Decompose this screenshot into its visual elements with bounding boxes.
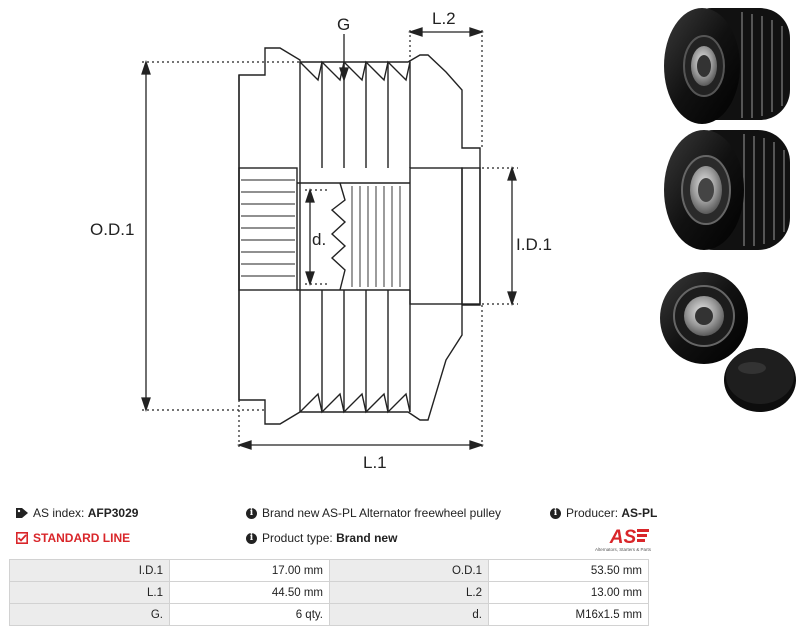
logo-tagline: Alternators, Starters & Parts <box>594 547 651 552</box>
spec-value: 13.00 mm <box>488 581 649 604</box>
id1-label: I.D.1 <box>516 235 552 254</box>
l2-label: L.2 <box>432 9 456 28</box>
l1-label: L.1 <box>363 453 387 472</box>
d-label: d. <box>312 230 326 249</box>
pulley-cap-icon <box>724 348 796 412</box>
spec-label: O.D.1 <box>329 559 489 582</box>
pulley-photo-side-icon <box>664 8 790 124</box>
description: i Brand new AS-PL Alternator freewheel p… <box>246 506 501 520</box>
producer-value: AS-PL <box>621 506 658 520</box>
spec-label: L.2 <box>329 581 489 604</box>
table-row: G. 6 qty. d. M16x1.5 mm <box>9 603 649 626</box>
product-photos <box>660 8 796 412</box>
description-text: Brand new AS-PL Alternator freewheel pul… <box>262 506 502 520</box>
info-icon: i <box>246 507 257 519</box>
checkbox-icon <box>16 532 28 544</box>
product-type-label: Product type: <box>262 531 333 545</box>
table-row: I.D.1 17.00 mm O.D.1 53.50 mm <box>9 559 649 582</box>
pulley-photo-front-icon <box>660 272 748 364</box>
as-index-label: AS index: <box>33 506 85 520</box>
spec-value: M16x1.5 mm <box>488 603 649 626</box>
producer: i Producer: AS-PL <box>550 506 657 520</box>
g-label: G <box>337 15 350 34</box>
table-row: L.1 44.50 mm L.2 13.00 mm <box>9 581 649 604</box>
od1-label: O.D.1 <box>90 220 134 239</box>
standard-line-text: STANDARD LINE <box>33 531 131 545</box>
pulley-photo-bearing-icon <box>664 130 790 250</box>
spec-value: 6 qty. <box>169 603 330 626</box>
spec-label: d. <box>329 603 489 626</box>
spec-table: I.D.1 17.00 mm O.D.1 53.50 mm L.1 44.50 … <box>9 559 649 626</box>
spec-label: L.1 <box>9 581 170 604</box>
spec-value: 44.50 mm <box>169 581 330 604</box>
spec-value: 17.00 mm <box>169 559 330 582</box>
product-type: i Product type: Brand new <box>246 531 397 545</box>
as-index: AS index: AFP3029 <box>16 506 138 520</box>
tag-icon <box>16 508 28 518</box>
info-icon: i <box>246 532 257 544</box>
spec-label: I.D.1 <box>9 559 170 582</box>
spec-label: G. <box>9 603 170 626</box>
producer-label: Producer: <box>566 506 619 520</box>
standard-line: STANDARD LINE <box>16 531 130 545</box>
info-icon: i <box>550 507 561 519</box>
svg-text:AS: AS <box>609 527 637 547</box>
as-index-value: AFP3029 <box>87 506 139 520</box>
product-type-value: Brand new <box>336 531 398 545</box>
as-pl-logo: AS Alternators, Starters & Parts <box>585 525 651 555</box>
pulley-technical-drawing: O.D.1 I.D.1 L.1 L.2 G d. <box>90 9 552 472</box>
spec-value: 53.50 mm <box>488 559 649 582</box>
